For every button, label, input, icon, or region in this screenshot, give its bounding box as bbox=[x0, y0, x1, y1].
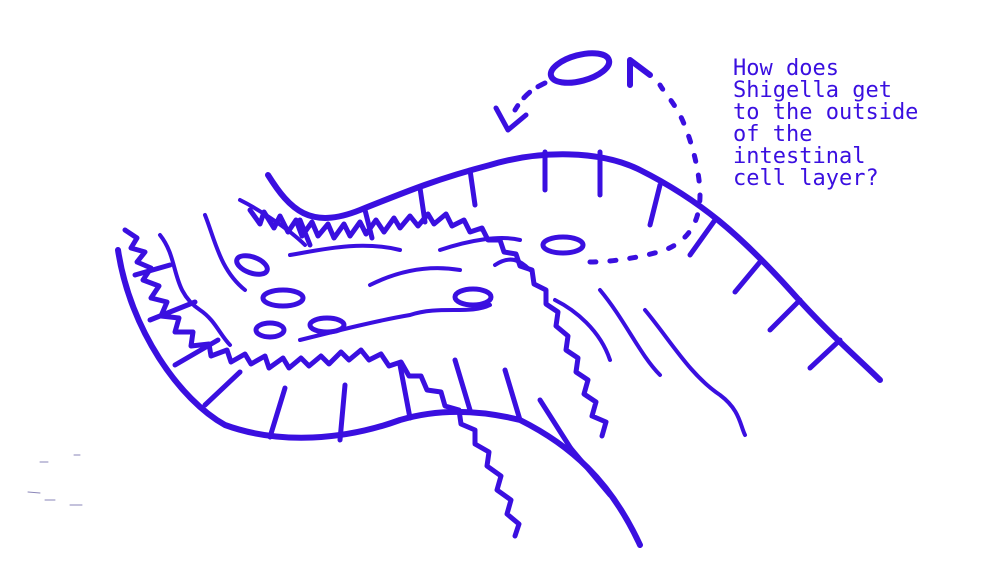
dashed-arrow-icon bbox=[627, 57, 653, 88]
bacterium-icon bbox=[452, 286, 494, 308]
bacterium-icon bbox=[260, 287, 306, 309]
dashed-arrow-icon bbox=[493, 105, 529, 133]
bacterium-icon bbox=[253, 320, 287, 340]
bacterium-icon bbox=[234, 253, 270, 277]
cell-boundaries-bottom bbox=[132, 262, 613, 498]
stray-marks bbox=[27, 454, 83, 506]
dashed-escape-path bbox=[587, 82, 703, 265]
annotation-question: How does Shigella get to the outside of … bbox=[733, 56, 919, 191]
wall-inner-bottom-villi bbox=[122, 227, 522, 539]
cell-boundaries-top bbox=[297, 149, 843, 371]
dashed-return-path bbox=[512, 80, 548, 113]
bacteria-in-lumen bbox=[234, 234, 586, 340]
bacterium-icon bbox=[307, 315, 347, 335]
wall-inner-top-villi bbox=[247, 207, 609, 439]
bacterium-icon bbox=[540, 234, 586, 256]
wall-outer-bottom-edge bbox=[115, 247, 643, 548]
bacterium-icon bbox=[547, 50, 613, 86]
lumen-mucus-strands bbox=[158, 198, 747, 437]
